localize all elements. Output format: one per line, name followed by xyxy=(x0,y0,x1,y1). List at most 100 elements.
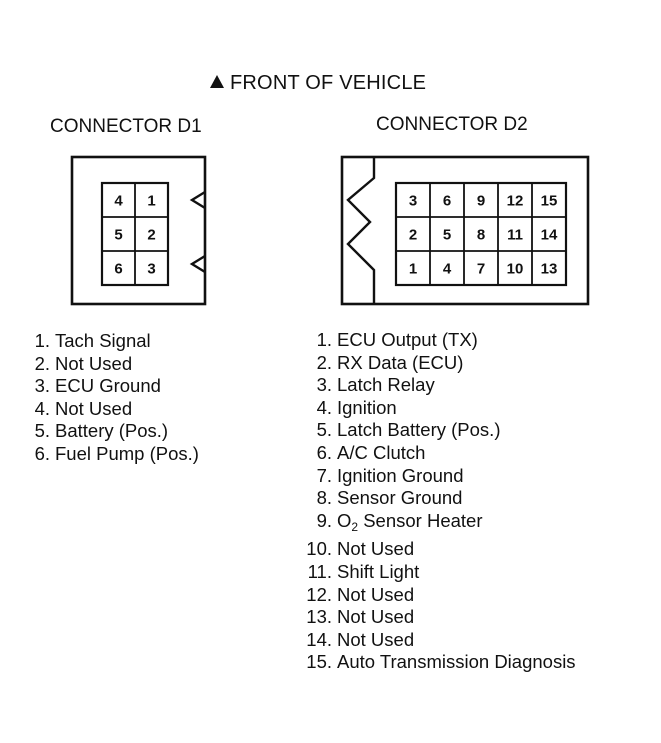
title-text: FRONT OF VEHICLE xyxy=(230,72,427,94)
connector-d1-latch-top xyxy=(189,190,206,210)
arrow-up-icon xyxy=(210,75,224,88)
legend-number: 5. xyxy=(34,420,50,442)
connector-d2-housing xyxy=(340,155,590,306)
connector-d1-pin: 3 xyxy=(147,261,155,278)
legend-text-after: Sensor Heater xyxy=(358,509,483,531)
connector-d1-pin: 5 xyxy=(114,227,122,244)
connector-d2-pin: 6 xyxy=(443,193,451,210)
connector-d2-legend-item: 6.A/C Clutch xyxy=(306,442,576,465)
connector-d2-pin: 10 xyxy=(507,261,524,278)
legend-text: Latch Battery (Pos.) xyxy=(337,419,500,440)
connector-d2-pin: 1 xyxy=(409,261,417,278)
legend-text: Ignition Ground xyxy=(337,465,464,486)
legend-number: 9. xyxy=(316,509,332,531)
legend-text: Not Used xyxy=(337,584,414,605)
legend-number: 7. xyxy=(316,464,332,486)
legend-text: ECU Ground xyxy=(55,375,161,396)
connector-d2-pin: 4 xyxy=(443,261,452,278)
connector-d2-pin: 9 xyxy=(477,193,485,210)
connector-d2-pin: 5 xyxy=(443,227,451,244)
legend-text-main: Ignition Ground xyxy=(337,464,464,486)
connector-d1-pin: 1 xyxy=(147,193,155,210)
legend-text-main: Auto Transmission Diagnosis xyxy=(337,651,576,673)
legend-text-main: Not Used xyxy=(337,538,415,560)
legend-text-main: Not Used xyxy=(55,397,133,419)
legend-number: 15. xyxy=(306,651,332,673)
legend-text: Not Used xyxy=(337,629,414,650)
connector-d2-pin: 7 xyxy=(477,261,485,278)
legend-number: 3. xyxy=(316,374,332,396)
connector-d1-latch-bottom xyxy=(189,254,206,274)
legend-number: 8. xyxy=(316,487,332,509)
connector-d2-legend-item: 13.Not Used xyxy=(306,606,576,629)
connector-d2-pin: 8 xyxy=(477,227,485,244)
legend-text: O2 Sensor Heater xyxy=(337,509,483,534)
legend-text: Ignition xyxy=(337,397,397,418)
legend-number: 2. xyxy=(34,352,50,374)
connector-d1-legend-item: 1.Tach Signal xyxy=(34,330,199,353)
legend-number: 1. xyxy=(316,329,332,350)
connector-d2-legend-item: 1.ECU Output (TX) xyxy=(306,329,576,352)
connector-d2-legend: 1.ECU Output (TX)2.RX Data (ECU)3.Latch … xyxy=(306,329,576,674)
connector-d2-pin: 2 xyxy=(409,227,417,244)
front-of-vehicle-title: FRONT OF VEHICLE xyxy=(210,72,426,95)
legend-text: Latch Relay xyxy=(337,374,435,395)
legend-number: 6. xyxy=(316,441,332,463)
legend-number: 11. xyxy=(307,560,332,582)
connector-d2-legend-item: 7.Ignition Ground xyxy=(306,465,576,488)
legend-text-main: Ignition xyxy=(337,396,397,418)
connector-d2-legend-item: 4.Ignition xyxy=(306,397,576,420)
connector-d2-grid-outline xyxy=(394,181,568,287)
legend-number: 6. xyxy=(34,442,50,464)
connector-d2-legend-item: 8.Sensor Ground xyxy=(306,487,576,510)
legend-text: RX Data (ECU) xyxy=(337,352,463,373)
connector-d2-pin: 13 xyxy=(541,261,558,278)
connector-d2-legend-item: 11.Shift Light xyxy=(306,561,576,584)
legend-text: Tach Signal xyxy=(55,330,151,351)
connector-d1-legend-item: 4.Not Used xyxy=(34,398,199,421)
connector-d1-pin: 4 xyxy=(114,193,123,210)
connector-d2-legend-item: 14.Not Used xyxy=(306,629,576,652)
connector-d2-label: CONNECTOR D2 xyxy=(376,114,528,135)
connector-d2-legend-item: 15.Auto Transmission Diagnosis xyxy=(306,651,576,674)
legend-text: Sensor Ground xyxy=(337,487,462,508)
connector-d2-pin: 12 xyxy=(507,193,524,210)
legend-text: Fuel Pump (Pos.) xyxy=(55,443,199,464)
legend-number: 10. xyxy=(306,538,332,560)
connector-d1-label: CONNECTOR D1 xyxy=(50,116,202,137)
legend-text-main: Battery (Pos.) xyxy=(55,420,169,442)
legend-text-main: Fuel Pump (Pos.) xyxy=(55,442,199,464)
legend-text: Shift Light xyxy=(337,561,419,582)
connector-d2-latch xyxy=(346,157,376,304)
legend-text: Battery (Pos.) xyxy=(55,420,168,441)
legend-text-main: ECU Output (TX) xyxy=(337,329,478,350)
legend-text-main: Sensor Ground xyxy=(337,487,463,509)
connector-d2-pin: 11 xyxy=(507,227,523,244)
legend-text-main: Not Used xyxy=(337,628,415,650)
connector-d1-pin: 6 xyxy=(114,261,122,278)
legend-text-main: Tach Signal xyxy=(55,330,151,351)
legend-text-main: Latch Relay xyxy=(337,374,435,396)
legend-number: 4. xyxy=(316,396,332,418)
connector-d2-legend-item: 2.RX Data (ECU) xyxy=(306,352,576,375)
legend-text-main: A/C Clutch xyxy=(337,441,426,463)
legend-number: 4. xyxy=(34,397,50,419)
connector-d1-legend-item: 5.Battery (Pos.) xyxy=(34,420,199,443)
legend-text-main: O xyxy=(337,509,352,531)
legend-text: ECU Output (TX) xyxy=(337,329,478,350)
legend-subscript: 2 xyxy=(351,519,359,534)
legend-text: Not Used xyxy=(55,353,132,374)
connector-d1-legend-item: 2.Not Used xyxy=(34,353,199,376)
legend-text-main: Not Used xyxy=(55,352,133,374)
legend-number: 13. xyxy=(306,606,332,628)
connector-d2-legend-item: 12.Not Used xyxy=(306,584,576,607)
legend-text: A/C Clutch xyxy=(337,442,425,463)
legend-text-main: RX Data (ECU) xyxy=(337,351,464,373)
legend-text: Not Used xyxy=(337,538,414,559)
legend-text-main: ECU Ground xyxy=(55,375,161,397)
legend-text-main: Shift Light xyxy=(337,560,420,582)
